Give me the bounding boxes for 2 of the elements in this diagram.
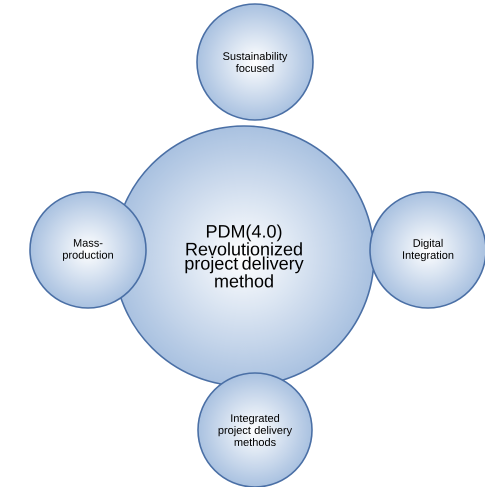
circle-node: Mass-production: [29, 191, 147, 309]
circle-node: Sustainability focused: [196, 3, 314, 121]
